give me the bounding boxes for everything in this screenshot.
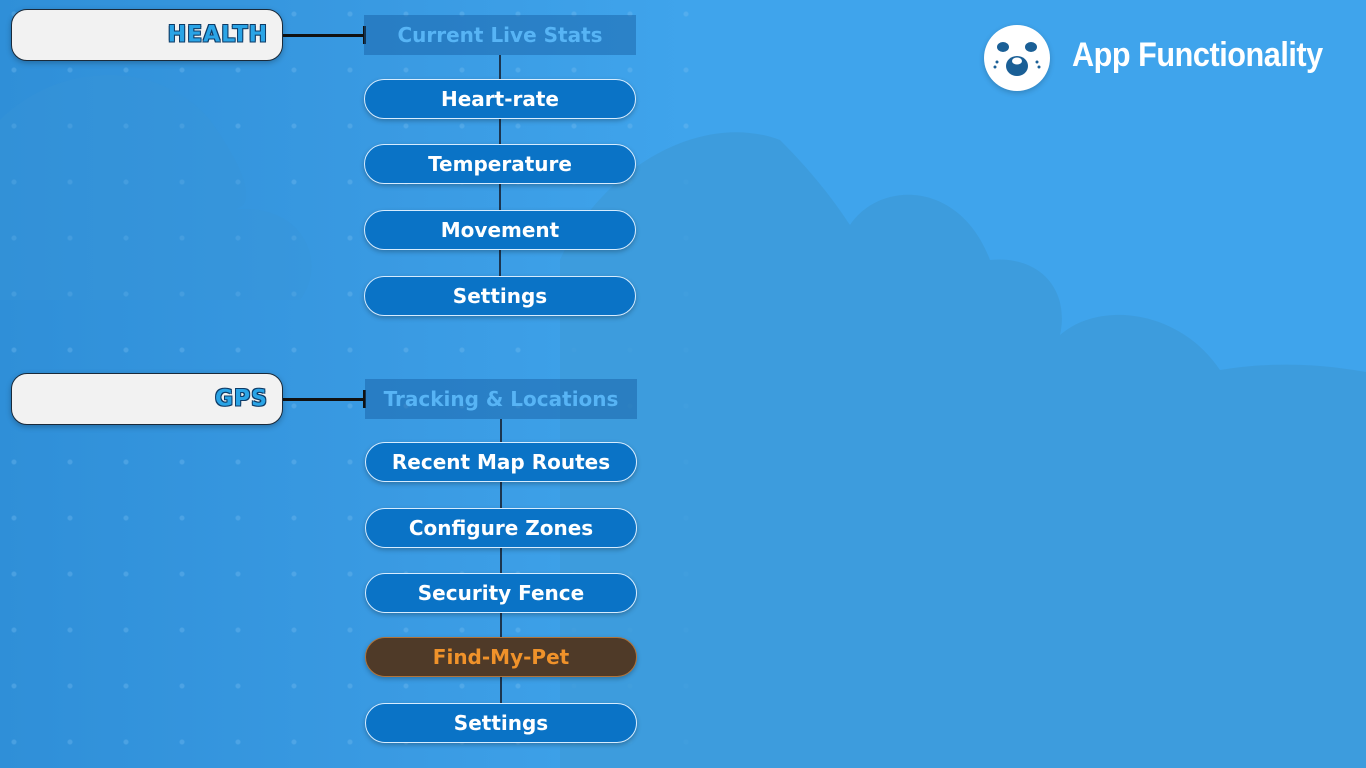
- gps-vertical-line: [500, 419, 502, 722]
- health-connector-cap: [363, 26, 366, 44]
- category-gps[interactable]: GPS: [11, 373, 283, 425]
- movement-button[interactable]: Movement: [364, 210, 636, 250]
- recent-map-routes-button[interactable]: Recent Map Routes: [365, 442, 637, 482]
- health-connector-line: [283, 34, 365, 37]
- heart-rate-button[interactable]: Heart-rate: [364, 79, 636, 119]
- gps-connector-cap: [363, 390, 366, 408]
- gps-settings-button[interactable]: Settings: [365, 703, 637, 743]
- category-gps-label: GPS: [214, 386, 268, 412]
- health-section-header: Current Live Stats: [364, 15, 636, 55]
- security-fence-button[interactable]: Security Fence: [365, 573, 637, 613]
- configure-zones-button[interactable]: Configure Zones: [365, 508, 637, 548]
- app-title: App Functionality: [1072, 36, 1323, 74]
- gps-section-header: Tracking & Locations: [365, 379, 637, 419]
- temperature-button[interactable]: Temperature: [364, 144, 636, 184]
- gps-connector-line: [283, 398, 365, 401]
- category-health[interactable]: HEALTH: [11, 9, 283, 61]
- find-my-pet-button[interactable]: Find-My-Pet: [365, 637, 637, 677]
- pet-face-icon: [984, 25, 1050, 91]
- category-health-label: HEALTH: [167, 22, 268, 48]
- health-settings-button[interactable]: Settings: [364, 276, 636, 316]
